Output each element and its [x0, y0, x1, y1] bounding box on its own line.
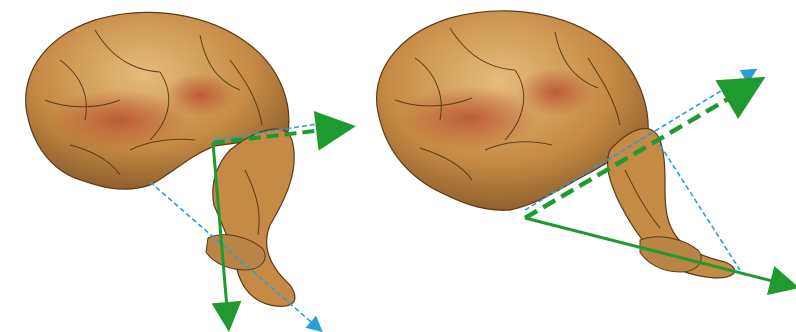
- left-skull: [26, 12, 295, 306]
- left-skull-panel: [0, 0, 360, 332]
- right-skull: [377, 11, 735, 278]
- right-skull-panel: [360, 0, 796, 332]
